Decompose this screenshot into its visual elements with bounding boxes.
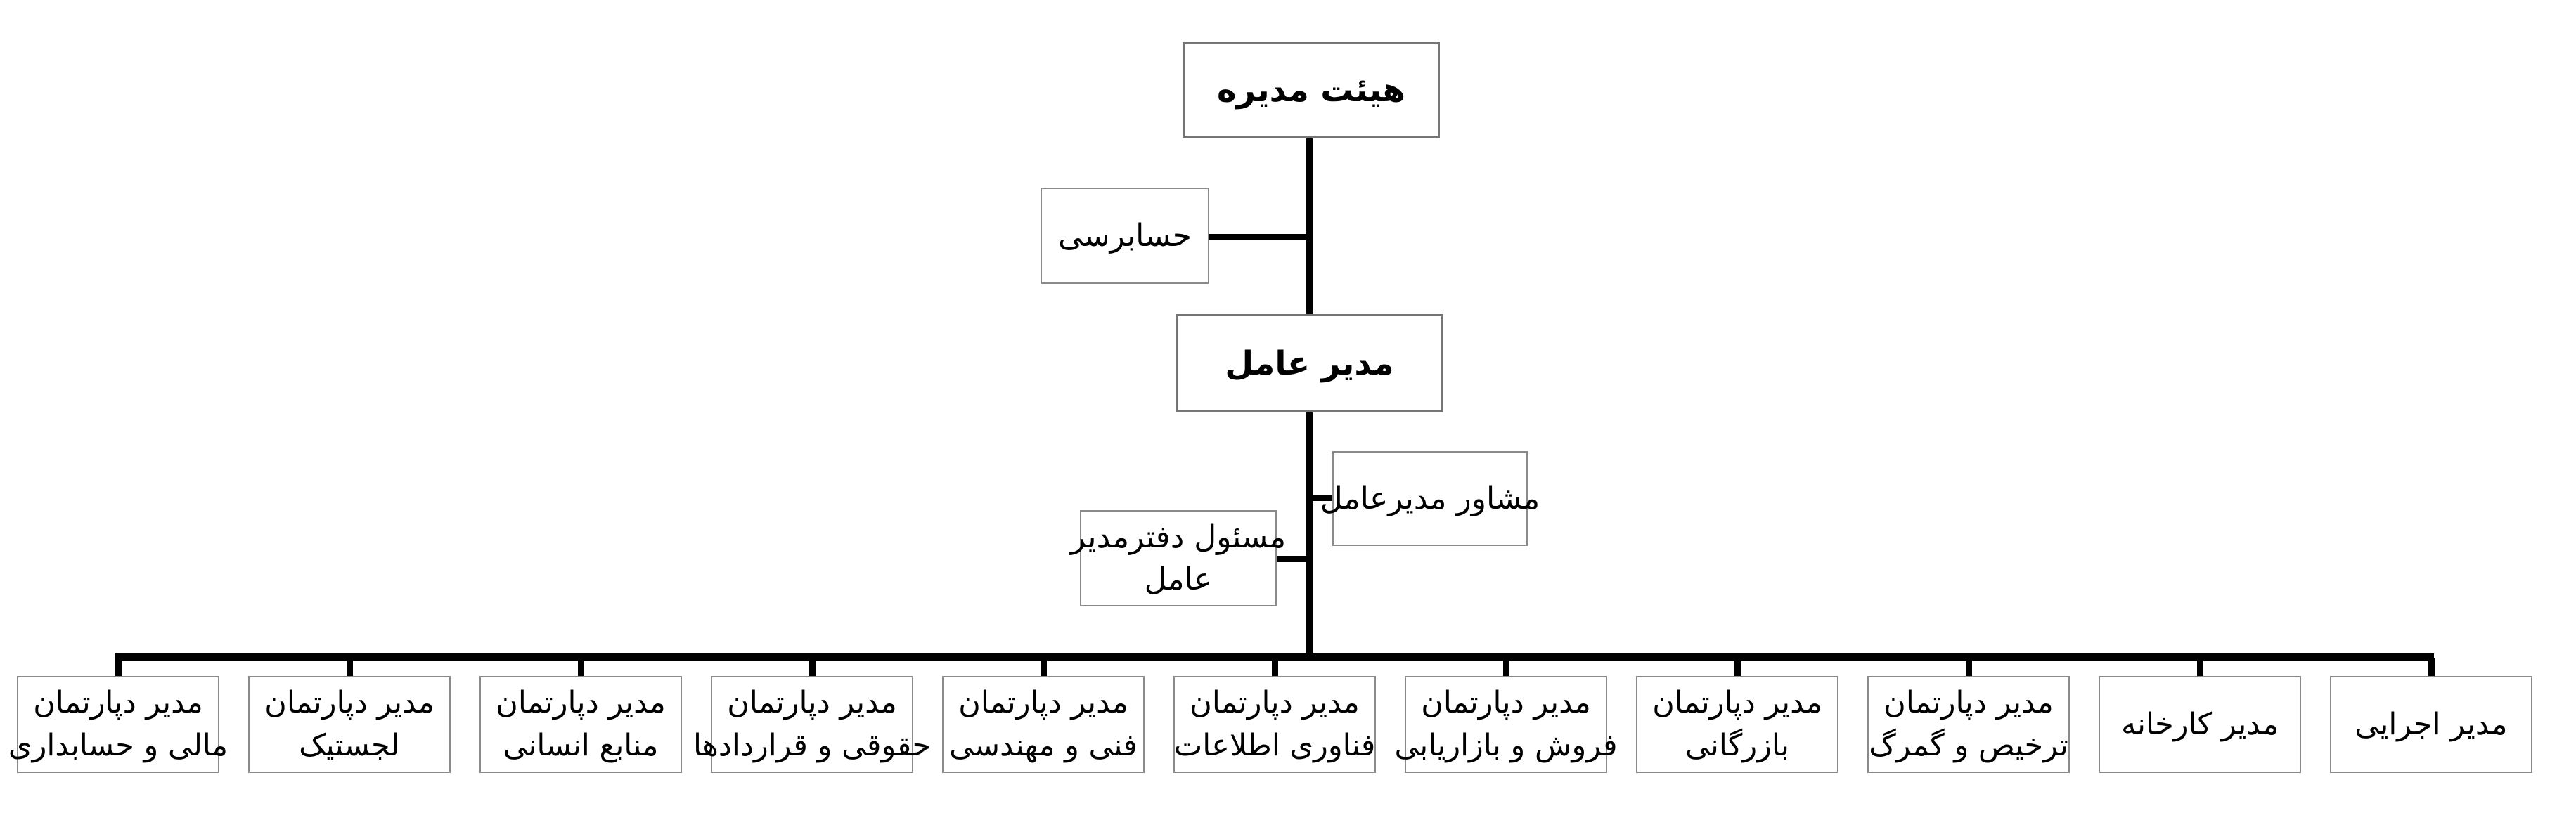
- org-node-department: مدیر دپارتمان فروش و بازاریابی: [1394, 676, 1618, 773]
- org-node-department: مدیر دپارتمان لجستیک: [248, 676, 451, 773]
- department-label-line1: مدیر دپارتمان: [264, 685, 434, 720]
- connector-department-stub: [347, 658, 353, 677]
- org-node-department: مدیر دپارتمان ترخیص و گمرگ: [1867, 676, 2070, 773]
- department-label-line1: مدیر دپارتمان: [496, 685, 666, 720]
- org-node-department: مدیر کارخانه: [2099, 676, 2301, 773]
- connector-department-stub: [809, 658, 816, 677]
- connector-department-stub: [2197, 658, 2203, 677]
- department-label-line2: فناوری اطلاعات: [1173, 728, 1376, 763]
- org-node-department: مدیر اجرایی: [2330, 676, 2532, 773]
- department-label-line2: لجستیک: [299, 728, 400, 763]
- org-node-audit-label: حسابرسی: [1058, 218, 1192, 254]
- org-node-department: مدیر دپارتمان منابع انسانی: [479, 676, 682, 773]
- connector-office-manager: [1276, 556, 1309, 562]
- department-label-line1: مدیر دپارتمان: [1652, 685, 1822, 720]
- org-node-advisor: مشاور مدیرعامل: [1320, 451, 1540, 546]
- org-node-advisor-label: مشاور مدیرعامل: [1320, 481, 1540, 516]
- department-label-line1: مدیر دپارتمان: [1883, 685, 2054, 720]
- connector-departments-bus: [115, 653, 2434, 661]
- connector-department-stub: [578, 658, 584, 677]
- org-node-department: مدیر دپارتمان بازرگانی: [1636, 676, 1838, 773]
- org-node-office-manager-label-line2: عامل: [1144, 561, 1213, 597]
- org-node-ceo-label: مدیر عامل: [1225, 344, 1394, 383]
- org-node-ceo: مدیر عامل: [1176, 314, 1443, 412]
- connector-department-stub: [1966, 658, 1972, 677]
- department-label-line1: مدیر دپارتمان: [1421, 685, 1591, 720]
- connector-department-stub: [2428, 658, 2435, 677]
- connector-advisor: [1309, 495, 1332, 501]
- org-node-office-manager-label-line1: مسئول دفترمدیر: [1070, 519, 1287, 555]
- connector-department-stub: [1734, 658, 1741, 677]
- connector-audit: [1209, 234, 1309, 240]
- department-label-line1: مدیر دپارتمان: [33, 685, 203, 720]
- org-node-department: مدیر دپارتمان حقوقی و قراردادها: [693, 676, 931, 773]
- department-label-line2: حقوقی و قراردادها: [693, 728, 932, 763]
- connector-department-stub: [1272, 658, 1278, 677]
- connector-ceo-to-row: [1306, 412, 1313, 658]
- connector-department-stub: [115, 658, 122, 677]
- department-label-line1: مدیر کارخانه: [2121, 706, 2279, 742]
- department-label-line1: مدیر دپارتمان: [727, 685, 897, 720]
- org-node-department: مدیر دپارتمان فنی و مهندسی: [942, 676, 1145, 773]
- org-node-board: هیئت مدیره: [1183, 42, 1440, 138]
- department-label-line2: ترخیص و گمرگ: [1869, 728, 2068, 763]
- department-label-line1: مدیر اجرایی: [2355, 706, 2508, 742]
- connector-department-stub: [1041, 658, 1047, 677]
- department-label-line2: مالی و حسابداری: [8, 728, 228, 763]
- org-node-department: مدیر دپارتمان فناوری اطلاعات: [1173, 676, 1376, 773]
- connector-department-stub: [1503, 658, 1509, 677]
- department-label-line1: مدیر دپارتمان: [958, 685, 1128, 720]
- org-node-audit: حسابرسی: [1041, 188, 1209, 284]
- department-label-line2: فروش و بازاریابی: [1394, 728, 1618, 763]
- org-node-department: مدیر دپارتمان مالی و حسابداری: [8, 676, 228, 773]
- department-label-line2: فنی و مهندسی: [949, 728, 1138, 763]
- department-label-line1: مدیر دپارتمان: [1190, 685, 1360, 720]
- department-label-line2: بازرگانی: [1685, 728, 1789, 763]
- org-node-board-label: هیئت مدیره: [1217, 71, 1405, 110]
- org-node-office-manager: مسئول دفترمدیر عامل: [1071, 510, 1286, 606]
- connector-board-to-ceo: [1306, 138, 1313, 314]
- department-label-line2: منابع انسانی: [503, 728, 659, 763]
